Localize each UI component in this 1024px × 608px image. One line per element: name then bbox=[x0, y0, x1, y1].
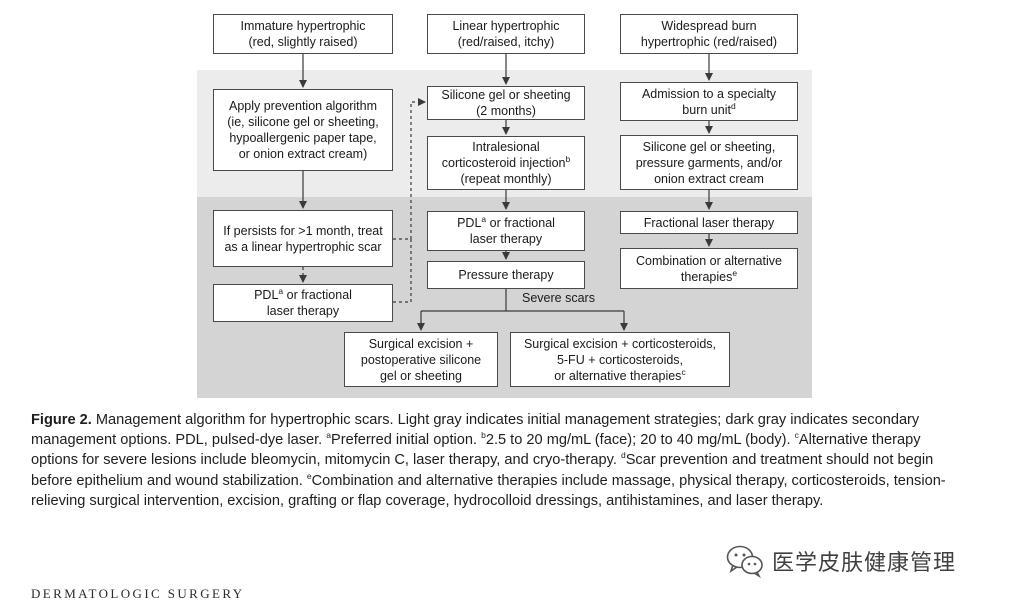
intralesional-label: Intralesional corticosteroid injection bbox=[441, 140, 566, 170]
linear-hypertrophic-label: Linear hypertrophic (red/raised, itchy) bbox=[452, 19, 560, 49]
caption-footnote-d: Scar prevention and treatment should not… bbox=[31, 452, 934, 489]
combination-alternative-box: Combination or alternative therapiese bbox=[620, 248, 798, 289]
silicone-gel-2-months-label: Silicone gel or sheeting (2 months) bbox=[441, 88, 571, 118]
repeat-monthly-label: (repeat monthly) bbox=[460, 172, 552, 186]
surgical-excision-silicone-box: Surgical excision + postoperative silico… bbox=[344, 332, 498, 387]
figure-caption: Figure 2. Management algorithm for hyper… bbox=[31, 410, 971, 511]
wechat-logo-icon bbox=[726, 545, 763, 578]
persists-treat-linear-label: If persists for >1 month, treat as a lin… bbox=[223, 223, 383, 254]
surgical-excision-corticosteroids-label: Surgical excision + corticosteroids, 5-F… bbox=[523, 336, 717, 383]
immature-hypertrophic-box: Immature hypertrophic (red, slightly rai… bbox=[213, 14, 393, 54]
caption-footnote-e: Combination and alternative therapies in… bbox=[31, 472, 946, 509]
caption-footnote-d-marker: d bbox=[620, 450, 626, 461]
burn-silicone-pressure-label: Silicone gel or sheeting, pressure garme… bbox=[635, 139, 783, 186]
burn-silicone-pressure-box: Silicone gel or sheeting, pressure garme… bbox=[620, 135, 798, 190]
caption-footnote-b-marker: b bbox=[481, 430, 486, 441]
intralesional-corticosteroid-box: Intralesional corticosteroid injectionb … bbox=[427, 136, 585, 190]
fractional-laser-therapy-label: Fractional laser therapy bbox=[643, 215, 775, 230]
pressure-therapy-label: Pressure therapy bbox=[458, 268, 554, 282]
footnote-e-marker: e bbox=[732, 267, 738, 278]
silicone-gel-2-months-box: Silicone gel or sheeting (2 months) bbox=[427, 86, 585, 120]
persists-treat-linear-box: If persists for >1 month, treat as a lin… bbox=[213, 210, 393, 267]
footnote-b-marker: b bbox=[565, 153, 571, 164]
widespread-burn-label: Widespread burn hypertrophic (red/raised… bbox=[640, 19, 778, 49]
immature-hypertrophic-label: Immature hypertrophic (red, slightly rai… bbox=[240, 19, 366, 49]
figure-label: Figure 2. bbox=[31, 412, 92, 428]
dashed-connector-persists-to-silicone bbox=[393, 98, 426, 240]
combination-alternative-label: Combination or alternative therapies bbox=[636, 253, 782, 284]
pdl-label: PDL bbox=[457, 216, 482, 230]
fractional-laser-label: or fractional laser therapy bbox=[469, 216, 555, 246]
linear-pdl-fractional-box: PDLa or fractional laser therapy bbox=[427, 211, 585, 251]
immature-pdl-fractional-box: PDLa or fractional laser therapy bbox=[213, 284, 393, 322]
fractional-laser-therapy-box: Fractional laser therapy bbox=[620, 211, 798, 234]
journal-name: DERMATOLOGIC SURGERY bbox=[31, 586, 245, 601]
caption-footnote-a: Preferred initial option. bbox=[331, 432, 482, 449]
prevention-algorithm-label: Apply prevention algorithm (ie, silicone… bbox=[227, 99, 379, 161]
footnote-a-marker: a bbox=[278, 285, 284, 296]
caption-footnote-a-marker: a bbox=[326, 430, 332, 441]
caption-main-text: Management algorithm for hypertrophic sc… bbox=[31, 412, 920, 449]
watermark-text: 医学皮肤健康管理 bbox=[772, 551, 957, 576]
account-watermark: 医学皮肤健康管理 bbox=[726, 541, 956, 581]
caption-footnote-c: Alternative therapy options for severe l… bbox=[31, 432, 921, 469]
surgical-excision-corticosteroids-box: Surgical excision + corticosteroids, 5-F… bbox=[510, 332, 730, 387]
specialty-burn-unit-box: Admission to a specialty burn unitd bbox=[620, 82, 798, 121]
caption-footnote-c-marker: c bbox=[794, 430, 799, 441]
linear-hypertrophic-box: Linear hypertrophic (red/raised, itchy) bbox=[427, 14, 585, 54]
footnote-a-marker: a bbox=[481, 213, 487, 224]
prevention-algorithm-box: Apply prevention algorithm (ie, silicone… bbox=[213, 89, 393, 171]
surgical-excision-silicone-label: Surgical excision + postoperative silico… bbox=[360, 336, 482, 383]
pressure-therapy-box: Pressure therapy bbox=[427, 261, 585, 289]
widespread-burn-box: Widespread burn hypertrophic (red/raised… bbox=[620, 14, 798, 54]
caption-footnote-b: 2.5 to 20 mg/mL (face); 20 to 40 mg/mL (… bbox=[485, 432, 795, 449]
caption-footnote-e-marker: e bbox=[306, 470, 312, 481]
footnote-c-marker: c bbox=[681, 366, 686, 377]
dashed-connector-pdl-to-silicone bbox=[393, 239, 412, 303]
pdl-label: PDL bbox=[254, 288, 279, 302]
fractional-laser-label: or fractional laser therapy bbox=[266, 288, 352, 318]
specialty-burn-unit-label: Admission to a specialty burn unit bbox=[641, 86, 777, 117]
footnote-d-marker: d bbox=[730, 100, 736, 111]
severe-scars-label: Severe scars bbox=[522, 291, 595, 305]
